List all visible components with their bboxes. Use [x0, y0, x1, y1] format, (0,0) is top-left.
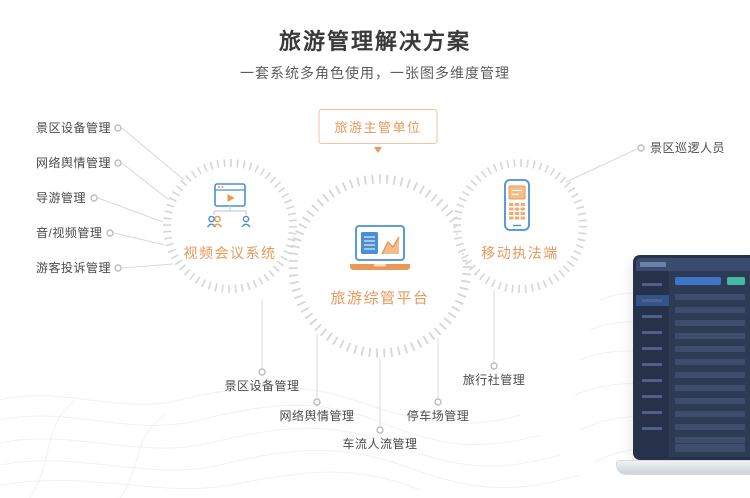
video-system-circle: [163, 159, 297, 293]
node-label-mobile-enforcement: 移动执法端: [481, 245, 559, 261]
bottom-label-equipment: 景区设备管理: [224, 379, 300, 393]
left-label-av: 音/视频管理: [36, 226, 103, 240]
left-label-complaint: 游客投诉管理: [36, 261, 112, 275]
dashboard-main: [669, 271, 750, 457]
bottom-label-opinion: 网络舆情管理: [279, 409, 355, 423]
management-platform-icon: [350, 225, 410, 270]
down-arrow-icon: [374, 147, 382, 153]
node-label-video-system: 视频会议系统: [183, 245, 277, 261]
dashboard-accent-chip: [727, 277, 745, 285]
left-label-equipment: 景区设备管理: [36, 121, 112, 135]
left-label-guide: 导游管理: [36, 191, 87, 205]
bottom-label-parking: 停车场管理: [406, 409, 470, 423]
dashboard-sidebar: [636, 271, 669, 457]
bottom-label-travel-agency: 旅行社管理: [462, 373, 526, 387]
right-label-patrol: 景区巡逻人员: [650, 141, 726, 155]
connector-lines: [97, 127, 638, 426]
dashboard-footer-bar: [675, 444, 745, 452]
video-conference-icon: [206, 183, 251, 228]
connector-dots: [90, 124, 645, 434]
dashboard-topbar: [636, 258, 750, 271]
dashboard-header-chip: [675, 277, 721, 285]
page-title: 旅游管理解决方案: [278, 29, 471, 54]
page-subtitle: 一套系统多角色使用，一张图多维度管理: [240, 65, 510, 81]
bottom-label-traffic: 车流人流管理: [342, 437, 418, 451]
node-label-platform: 旅游综管平台: [330, 290, 430, 307]
org-box: 旅游主管单位: [318, 109, 438, 144]
laptop-base: [616, 460, 750, 475]
left-label-opinion: 网络舆情管理: [36, 156, 112, 170]
dashboard-logo: [640, 262, 666, 267]
dashboard-preview: [633, 255, 750, 460]
mobile-enforcement-icon: [504, 179, 530, 231]
dashboard-table-rows: [675, 294, 745, 444]
dashboard-sidebar-items: [642, 283, 662, 433]
